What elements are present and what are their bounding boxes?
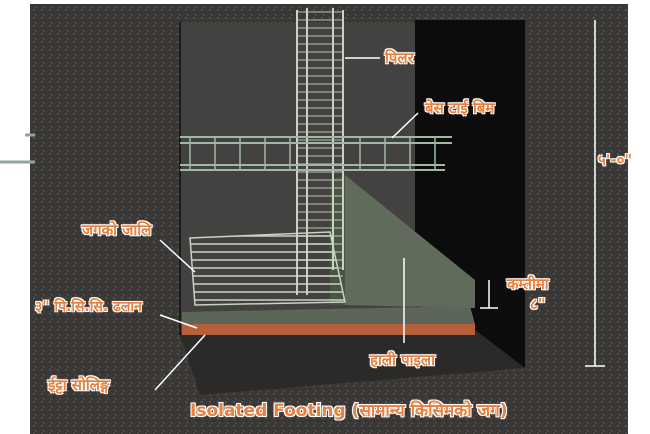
label-base-tie-beam: बेस टाई बिम <box>425 99 495 117</box>
brick-soling <box>182 324 475 335</box>
label-pcc: ३" पि.सि.सि. ढलान <box>35 299 142 315</box>
label-depth: ५'-०" <box>598 151 633 169</box>
label-min-thickness-value: ८" <box>530 295 546 313</box>
pit-floor <box>180 330 525 395</box>
base-tie-beam <box>180 136 452 171</box>
label-footing-step: हाली पाइला <box>370 351 435 369</box>
pcc-slab <box>182 306 475 324</box>
footing-step <box>330 175 475 308</box>
label-footing-mesh: जगको जालि <box>82 221 152 239</box>
label-brick-soling: ईट्टा सोलिङ्ग <box>48 376 110 394</box>
label-pillar: पिलर <box>385 49 414 67</box>
diagram-title: Isolated Footing (सामान्य किसिमको जग) <box>190 401 508 421</box>
leader-lines <box>154 20 605 391</box>
label-min-thickness: कम्तीमा <box>507 275 549 293</box>
